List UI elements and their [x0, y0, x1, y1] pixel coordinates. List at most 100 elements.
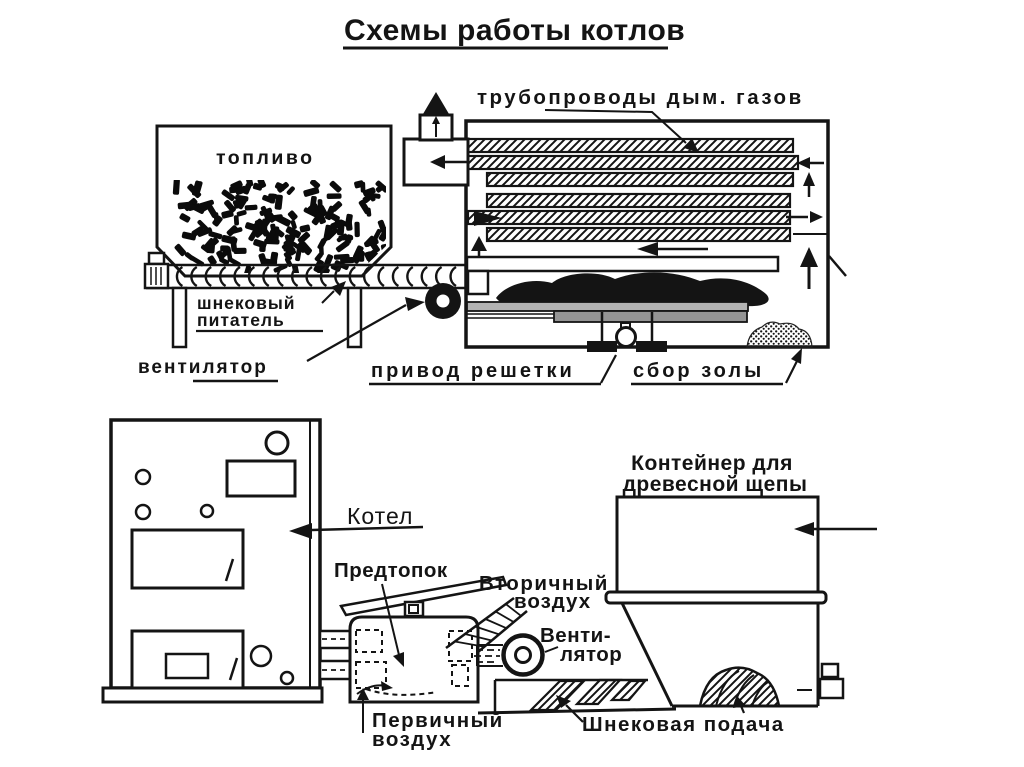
- control-panel: [225, 459, 297, 498]
- boiler-leader-line: [311, 525, 424, 532]
- secondary-air-label-line2: воздух: [514, 590, 591, 613]
- lower-door-window: [164, 652, 210, 680]
- prefurnace-inner-dashed: [355, 629, 473, 696]
- bottom-diagram: Котел Предтопок Вторичный воздух Венти- …: [101, 418, 877, 751]
- flue-leader-arrow: [684, 138, 699, 153]
- grate-drive-mechanism: [587, 312, 667, 352]
- lever-pivot-inner: [408, 604, 419, 614]
- container-label-line2: древесной щепы: [623, 473, 808, 496]
- drive-motor: [615, 326, 637, 348]
- screw-feed-leader-line: [739, 705, 746, 714]
- ash-pile: [746, 321, 813, 348]
- flue-tube-row: [485, 171, 795, 188]
- chip-container-top: [615, 495, 820, 595]
- flap-lever: [339, 575, 508, 617]
- flue-tube-row: [485, 226, 792, 243]
- grate-drive-label: привод решетки: [371, 360, 575, 382]
- exhaust-up-arrow: [423, 92, 449, 114]
- drive-foot: [587, 341, 617, 352]
- primary-air-label-line1: Первичный: [372, 709, 504, 732]
- flow-arrow-left: [637, 242, 658, 256]
- boiler-knob: [199, 503, 215, 519]
- air-swirl-arrow: [381, 681, 393, 691]
- ash-leader-line: [785, 358, 799, 384]
- secondary-air-label-line1: Вторичный: [479, 572, 609, 595]
- screw-feeder-label-line2: питатель: [197, 310, 285, 330]
- flue-tube-row: [466, 137, 795, 154]
- air-motion-lines: [474, 649, 500, 663]
- prefurnace-leader-line: [381, 583, 400, 656]
- ash-collection-label: сбор золы: [633, 360, 764, 382]
- burner-mouth: [466, 269, 490, 296]
- container-label-line1: Контейнер для: [631, 452, 793, 475]
- wall-hook-line: [828, 255, 847, 277]
- fan-hub: [436, 294, 450, 308]
- door-handle: [228, 657, 239, 681]
- flue-tube-row: [485, 192, 792, 209]
- fan-leader-line: [544, 646, 559, 653]
- boiler-knob: [134, 503, 152, 521]
- page-title: Схемы работы котлов: [344, 14, 685, 47]
- screw-conveyor-hatched: [528, 678, 648, 712]
- fan-hub: [514, 646, 532, 664]
- flow-arrow-right: [474, 211, 502, 226]
- flow-arrow-left: [797, 157, 810, 169]
- container-hopper-slope: [620, 602, 674, 707]
- fan-leader-arrow: [405, 297, 425, 311]
- grate-upper: [466, 301, 749, 312]
- screw-feed-label: Шнековая подача: [582, 713, 785, 736]
- screw-motor: [820, 662, 840, 679]
- drive-foot: [636, 341, 667, 352]
- flow-arrow-up: [803, 172, 815, 186]
- drive-leader-line: [600, 354, 617, 384]
- flow-arrow-up: [800, 247, 818, 267]
- flue-pipes-label: трубопроводы дым. газов: [477, 86, 804, 109]
- top-diagram: топливо трубопроводы дым. газов шнековый…: [138, 86, 847, 386]
- fan-label-line2: лятор: [560, 643, 622, 666]
- flue-tube-row: [466, 209, 792, 226]
- screw-feed-leader-arrow: [556, 695, 571, 708]
- door-handle: [224, 558, 235, 582]
- flue-tube-row: [466, 154, 800, 171]
- container-flange: [604, 590, 828, 605]
- damper-arrow: [432, 116, 440, 124]
- boiler-port: [264, 430, 290, 456]
- fan-leader-line: [306, 304, 407, 362]
- secondary-air-duct-rail: [445, 596, 515, 650]
- feeder-leader-line: [321, 290, 335, 304]
- screw-motor: [818, 677, 845, 700]
- grate-lower: [553, 310, 748, 323]
- gas-flow-arrows: [471, 157, 847, 289]
- screw-feed-leader-arrow: [733, 697, 746, 708]
- screw-feed-leader-line: [565, 704, 584, 723]
- boiler-knob: [279, 670, 295, 686]
- flow-arrow-right: [810, 211, 823, 223]
- boiler-port: [249, 644, 273, 668]
- prefurnace-box: [348, 615, 480, 704]
- feeder-leader-arrow: [331, 281, 346, 296]
- ash-leader-arrow: [791, 348, 802, 364]
- prefurnace-leader-arrow: [393, 652, 404, 667]
- fuel-label: топливо: [216, 147, 315, 169]
- feeder-motor-cap: [147, 251, 166, 266]
- boiler-knob: [134, 468, 152, 486]
- screw-feeder-label-line1: шнековый: [197, 293, 296, 313]
- boiler-leader-arrow: [289, 523, 312, 539]
- flue-leader-line: [544, 109, 687, 144]
- primary-air-arrow: [357, 688, 369, 700]
- primary-air-label-line2: воздух: [372, 728, 452, 751]
- upper-door: [130, 528, 245, 590]
- conveyor-bottom-line: [477, 707, 677, 715]
- hopper-leg: [346, 286, 363, 349]
- fan-label: вентилятор: [138, 357, 268, 378]
- boiler-base: [101, 686, 324, 704]
- fan-label-line1: Венти-: [540, 624, 611, 647]
- flow-arrow-left: [430, 155, 445, 169]
- container-leader-arrow: [794, 522, 814, 536]
- flow-arrow-up: [471, 236, 487, 251]
- prefurnace-label: Предтопок: [334, 559, 448, 582]
- hopper-leg: [171, 286, 188, 349]
- deflector-plate: [465, 255, 780, 273]
